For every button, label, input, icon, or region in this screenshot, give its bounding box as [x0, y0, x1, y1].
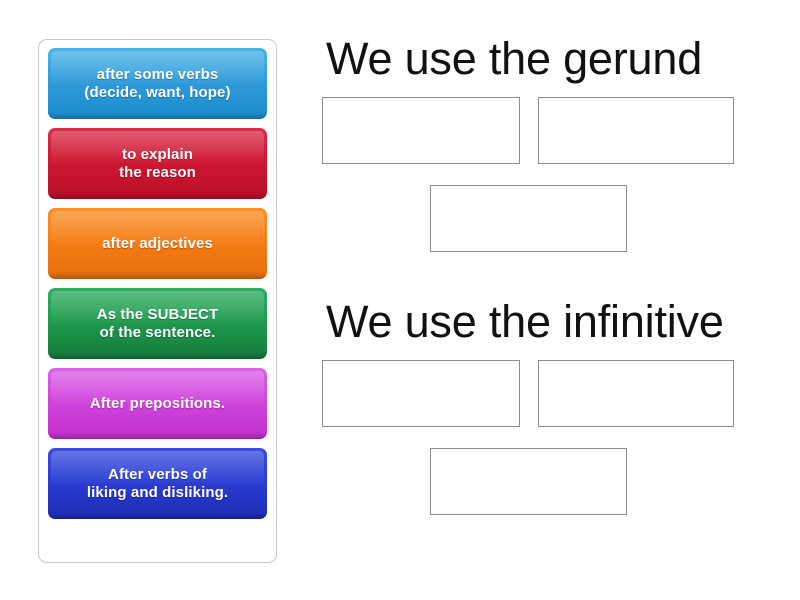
- draggable-tile-2[interactable]: to explain the reason: [48, 128, 267, 199]
- tile-label: to explain the reason: [119, 145, 196, 181]
- tile-label: After verbs of liking and disliking.: [86, 465, 229, 501]
- dropzone-row: [322, 359, 774, 427]
- group-infinitive-title: We use the infinitive: [326, 295, 724, 347]
- group-infinitive-dropzones: [322, 359, 774, 515]
- draggable-tile-panel: after some verbs (decide, want, hope) to…: [38, 39, 277, 563]
- dropzone-row: [322, 184, 774, 252]
- draggable-tile-3[interactable]: after adjectives: [48, 208, 267, 279]
- tile-label: after some verbs (decide, want, hope): [84, 65, 231, 101]
- group-gerund-title: We use the gerund: [326, 33, 703, 84]
- dropzone-infinitive-3[interactable]: [430, 447, 627, 515]
- tile-label: after adjectives: [102, 234, 213, 252]
- dropzone-gerund-2[interactable]: [538, 96, 734, 164]
- tile-label: As the SUBJECT of the sentence.: [96, 305, 219, 341]
- dropzone-gerund-1[interactable]: [322, 96, 520, 164]
- draggable-tile-6[interactable]: After verbs of liking and disliking.: [48, 448, 267, 519]
- draggable-tile-5[interactable]: After prepositions.: [48, 368, 267, 439]
- group-gerund-dropzones: [322, 96, 774, 252]
- dropzone-row: [322, 96, 774, 164]
- dropzone-row: [322, 447, 774, 515]
- dropzone-infinitive-1[interactable]: [322, 359, 520, 427]
- group-gerund: We use the gerund: [322, 36, 774, 252]
- draggable-tile-1[interactable]: after some verbs (decide, want, hope): [48, 48, 267, 119]
- draggable-tile-4[interactable]: As the SUBJECT of the sentence.: [48, 288, 267, 359]
- dropzone-infinitive-2[interactable]: [538, 359, 734, 427]
- tile-label: After prepositions.: [89, 394, 226, 412]
- tile-list: after some verbs (decide, want, hope) to…: [48, 48, 267, 519]
- dropzone-gerund-3[interactable]: [430, 184, 627, 252]
- answer-area: We use the gerund We use the infinitive: [322, 36, 774, 564]
- group-infinitive: We use the infinitive: [322, 295, 774, 515]
